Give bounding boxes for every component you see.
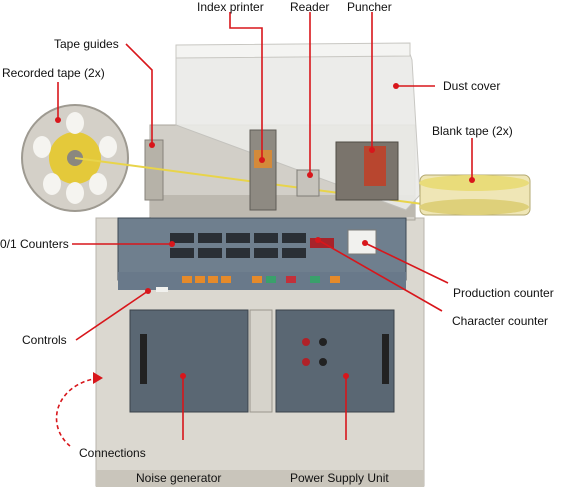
label-puncher: Puncher — [347, 0, 392, 14]
callout-dot-icon — [343, 373, 349, 379]
power-supply-terminal — [302, 358, 310, 366]
noise-generator-connectors — [249, 309, 273, 413]
callout-lines — [57, 12, 473, 440]
label-blank-tape: Blank tape (2x) — [432, 124, 513, 138]
noise-generator-handle — [140, 334, 147, 384]
control-buttons — [156, 276, 340, 292]
callout-dot-icon — [180, 373, 186, 379]
label-noise-generator: Noise generator — [136, 471, 222, 485]
arrowhead-icon — [93, 372, 103, 384]
power-supply-module — [275, 309, 395, 413]
index-printer — [249, 129, 277, 211]
label-counters: 0/1 Counters — [0, 237, 69, 251]
callout-dot-icon — [307, 172, 313, 178]
callout-dot-icon — [149, 142, 155, 148]
label-index-printer: Index printer — [197, 0, 264, 14]
blank-tape-reel — [419, 174, 531, 216]
callout-dot-icon — [169, 241, 175, 247]
callout-line-index-printer — [229, 12, 263, 160]
cabinet-base — [96, 470, 424, 487]
callout-line-tape-guides — [125, 43, 153, 145]
binary-counters — [170, 233, 306, 258]
label-production-counter: Production counter — [453, 286, 554, 300]
label-recorded-tape: Recorded tape (2x) — [2, 66, 105, 80]
callout-dot-icon — [259, 157, 265, 163]
noise-generator-module — [129, 309, 249, 413]
callout-dot-icon — [469, 177, 475, 183]
callout-line-controls — [75, 290, 149, 341]
callout-dot-icon — [315, 237, 321, 243]
reader — [296, 169, 320, 197]
label-tape-guides: Tape guides — [54, 37, 119, 51]
callout-line-character — [317, 239, 443, 312]
callout-line-production — [364, 242, 449, 284]
callout-dot-icon — [393, 83, 399, 89]
label-power-supply: Power Supply Unit — [290, 471, 389, 485]
label-dust-cover: Dust cover — [443, 79, 501, 93]
label-reader: Reader — [290, 0, 330, 14]
dust-cover-top — [175, 42, 411, 59]
dashed-curved-arrow-icon — [55, 377, 99, 447]
callout-dot-icon — [369, 147, 375, 153]
label-character-counter: Character counter — [452, 314, 549, 328]
power-supply-terminal — [302, 338, 310, 346]
callout-dot-icon — [362, 240, 368, 246]
callout-dots — [55, 83, 475, 379]
callout-dot-icon — [55, 117, 61, 123]
power-supply-handle — [382, 334, 389, 384]
label-controls: Controls — [22, 333, 67, 347]
callout-dot-icon — [145, 288, 151, 294]
puncher-coils — [364, 146, 386, 186]
production-counter-display — [347, 229, 377, 255]
power-supply-terminal — [319, 358, 327, 366]
power-supply-terminal — [319, 338, 327, 346]
label-connections: Connections — [79, 446, 146, 460]
